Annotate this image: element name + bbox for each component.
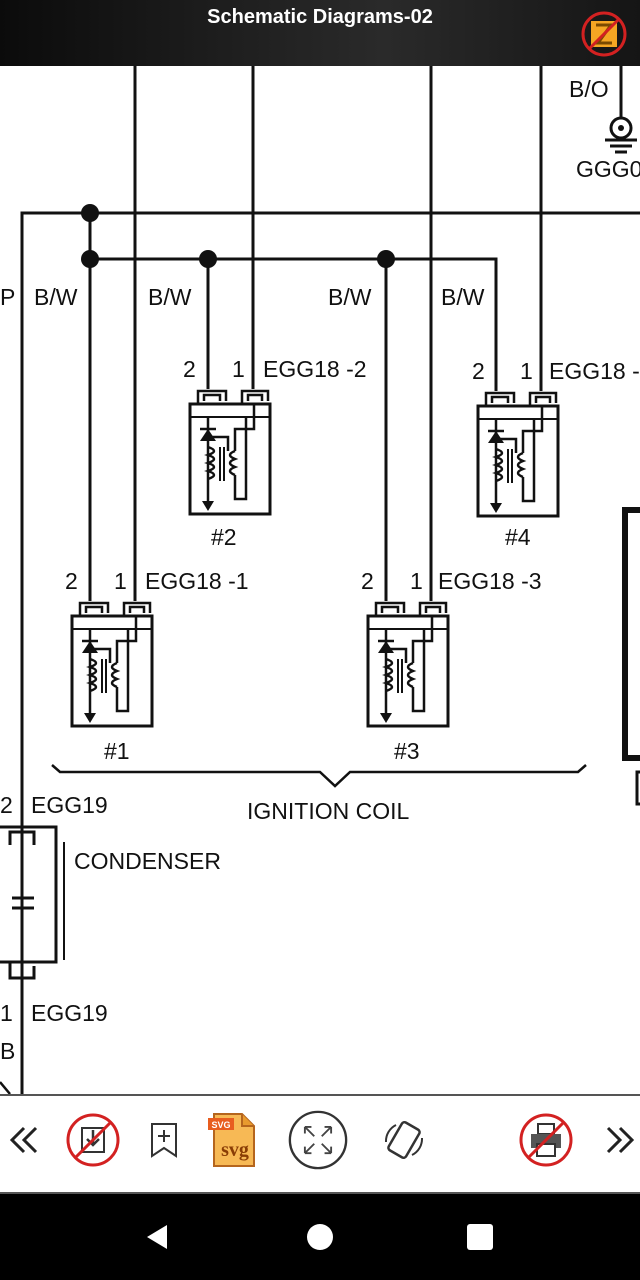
condenser-label: CONDENSER — [74, 848, 221, 874]
wire-label-bo: B/O — [569, 76, 609, 102]
svg-text:SVG: SVG — [211, 1120, 230, 1130]
wire-label-b: B — [0, 1038, 15, 1064]
wiring — [20, 66, 640, 1094]
chevrons-right-icon[interactable] — [590, 1110, 640, 1170]
ignition-coil-label: IGNITION COIL — [247, 798, 410, 824]
ignition-coil-4 — [476, 391, 560, 518]
coil3-connector: EGG18 -3 — [438, 568, 542, 594]
condenser-bottom-pin: 1 — [0, 1000, 13, 1026]
ignition-coil-1 — [70, 601, 154, 728]
condenser-top-pin: 2 — [0, 792, 13, 818]
recents-icon[interactable] — [455, 1212, 505, 1262]
rotate-icon[interactable] — [374, 1110, 434, 1170]
junction-dots — [81, 204, 395, 268]
wire-label-bw-3: B/W — [328, 284, 372, 310]
app-logo-icon[interactable] — [580, 10, 628, 58]
coil3-pin2: 2 — [361, 568, 374, 594]
wire-label-bw-4: B/W — [441, 284, 485, 310]
back-icon[interactable] — [133, 1212, 183, 1262]
condenser-top-connector: EGG19 — [31, 792, 108, 818]
bottom-toolbar: SVG svg — [0, 1094, 640, 1194]
print-disabled-icon[interactable] — [516, 1110, 576, 1170]
coil1-pin1: 1 — [114, 568, 127, 594]
wire-label-bw-2: B/W — [148, 284, 192, 310]
coil2-pin1: 1 — [232, 356, 245, 382]
coil1-connector: EGG18 -1 — [145, 568, 249, 594]
ground-symbol — [605, 116, 637, 154]
ignition-coil-3 — [366, 601, 450, 728]
ignition-coil-2 — [188, 389, 272, 516]
offscreen-component — [622, 507, 640, 806]
schematic-diagram: B/O GGG0 P B/W B/W B/W B/W 2 1 EGG18 -2 … — [0, 66, 640, 1094]
chevrons-left-icon[interactable] — [0, 1110, 54, 1170]
coil2-connector: EGG18 -2 — [263, 356, 367, 382]
bookmark-add-icon[interactable] — [134, 1110, 194, 1170]
fullscreen-icon[interactable] — [288, 1110, 348, 1170]
wire-label-p: P — [0, 284, 15, 310]
coil2-pin2: 2 — [183, 356, 196, 382]
svg-text:svg: svg — [221, 1139, 249, 1161]
condenser-symbol — [0, 825, 65, 1094]
ground-label: GGG0 — [576, 156, 640, 182]
condenser-bottom-connector: EGG19 — [31, 1000, 108, 1026]
system-navigation-bar — [0, 1194, 640, 1280]
coil4-connector: EGG18 - — [549, 358, 640, 384]
coil4-pin2: 2 — [472, 358, 485, 384]
page-title: Schematic Diagrams-02 — [207, 6, 433, 28]
coil1-pin2: 2 — [65, 568, 78, 594]
coil4-pin1: 1 — [520, 358, 533, 384]
home-icon[interactable] — [295, 1212, 345, 1262]
download-disabled-icon[interactable] — [63, 1110, 123, 1170]
svg-file-icon[interactable]: SVG svg — [202, 1110, 262, 1170]
coil1-number: #1 — [104, 738, 130, 764]
coil3-pin1: 1 — [410, 568, 423, 594]
coil2-number: #2 — [211, 524, 237, 550]
coil4-number: #4 — [505, 524, 531, 550]
wire-label-bw-1: B/W — [34, 284, 78, 310]
app-header: Schematic Diagrams-02 — [0, 0, 640, 66]
coil3-number: #3 — [394, 738, 420, 764]
